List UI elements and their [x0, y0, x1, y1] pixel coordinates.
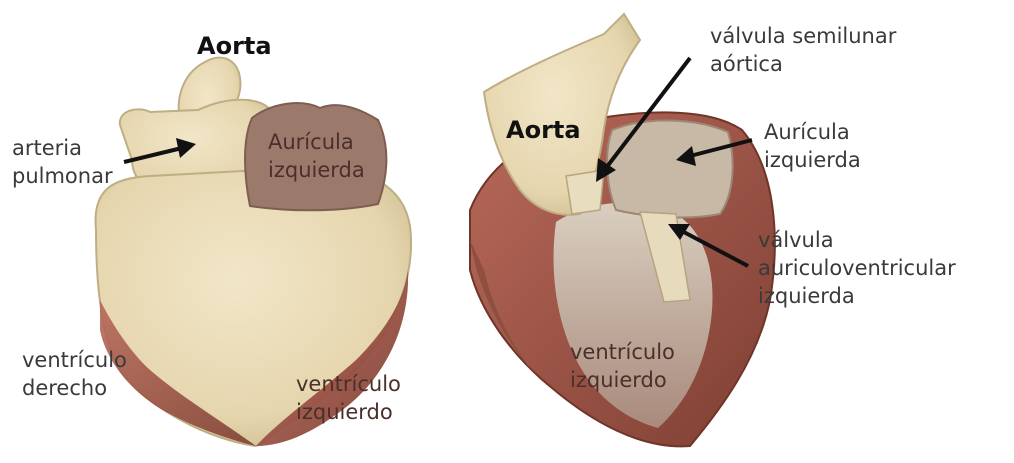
label-auricula-izquierda-left: Aurícula izquierda — [268, 128, 365, 184]
label-arteria-pulmonar: arteria pulmonar — [12, 134, 113, 190]
label-ventriculo-derecho: ventrículo derecho — [22, 346, 127, 402]
label-valvula-auriculoventricular: válvula auriculoventricular izquierda — [758, 226, 956, 310]
right-atrium-cavity — [607, 120, 733, 217]
label-ventriculo-izquierdo-left: ventrículo izquierdo — [296, 370, 401, 426]
label-ventriculo-izquierdo-right: ventrículo izquierdo — [570, 338, 675, 394]
label-valvula-semilunar-aortica: válvula semilunar aórtica — [710, 22, 896, 78]
label-auricula-izquierda-right: Aurícula izquierda — [764, 118, 861, 174]
label-aorta-right: Aorta — [506, 116, 581, 144]
label-aorta-left: Aorta — [197, 32, 272, 60]
